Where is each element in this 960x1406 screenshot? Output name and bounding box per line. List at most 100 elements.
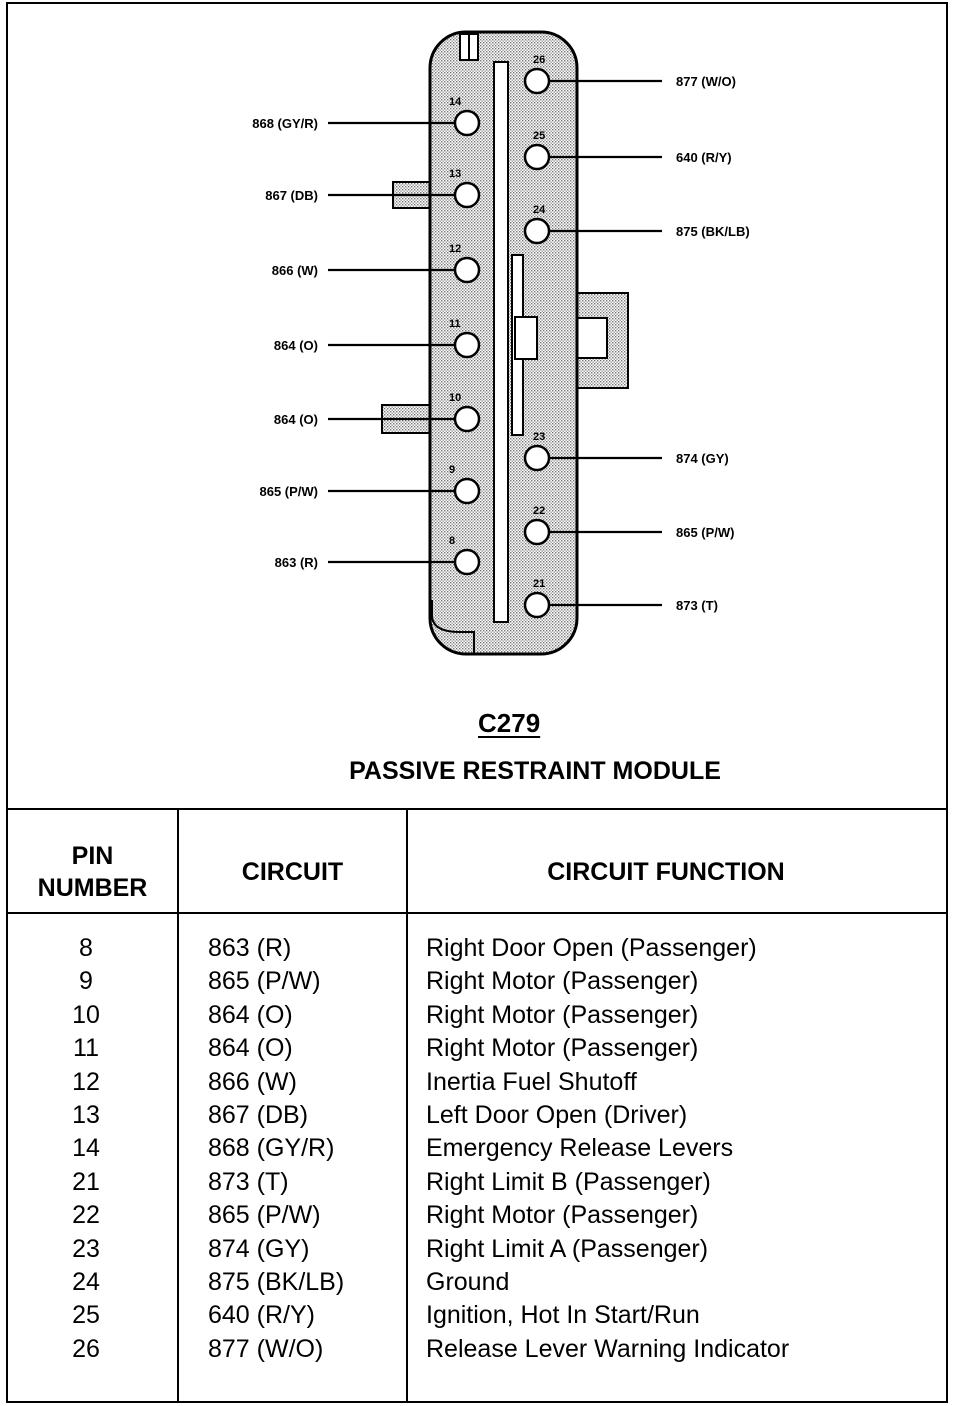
function-cell: Right Motor (Passenger) — [426, 1000, 699, 1029]
wire-label: 864 (O) — [274, 412, 318, 427]
wire-label: 874 (GY) — [676, 451, 729, 466]
function-cell: Right Limit A (Passenger) — [426, 1234, 709, 1263]
wire-label: 865 (P/W) — [676, 525, 735, 540]
pin-cell: 9 — [79, 967, 93, 996]
function-cell: Emergency Release Levers — [426, 1134, 734, 1163]
wire-label: 873 (T) — [676, 598, 718, 613]
pin-number-label: 21 — [533, 578, 545, 590]
pin-11: 11 864 (O) — [274, 318, 481, 359]
function-cell: Inertia Fuel Shutoff — [426, 1067, 637, 1096]
table-top-border — [8, 808, 946, 810]
pin-8: 8 863 (R) — [275, 535, 481, 576]
pin-cell: 10 — [72, 1000, 100, 1029]
pin-cavity — [523, 143, 551, 171]
pin-cavity — [453, 548, 481, 576]
pin-cavity — [523, 444, 551, 472]
pin-number-label: 12 — [449, 243, 461, 255]
header-pin-line2: NUMBER — [37, 874, 148, 902]
function-cell: Right Door Open (Passenger) — [426, 934, 757, 962]
pin-cavity — [453, 109, 481, 137]
pin-cell: 25 — [72, 1301, 100, 1330]
table-col-divider-2 — [406, 808, 408, 1402]
header-pin-line1: PIN — [71, 842, 114, 870]
pin-cavity — [523, 217, 551, 245]
pin-cell: 12 — [72, 1067, 100, 1096]
function-cell: Ground — [426, 1268, 510, 1296]
pin-number-label: 14 — [449, 96, 462, 108]
wire-label: 863 (R) — [275, 555, 318, 570]
connector-lock-tab — [514, 316, 538, 360]
pin-number-label: 22 — [533, 505, 545, 517]
wire-label: 877 (W/O) — [676, 74, 736, 89]
pin-cell: 21 — [72, 1167, 100, 1196]
circuit-cell: 865 (P/W) — [208, 967, 321, 996]
circuit-cell: 865 (P/W) — [208, 1201, 321, 1230]
page-frame — [6, 2, 948, 1403]
wire-label: 867 (DB) — [265, 188, 318, 203]
pin-23: 23 874 (GY) — [523, 431, 729, 472]
table-col-divider-1 — [177, 808, 179, 1402]
connector-id: C279 — [478, 708, 541, 738]
table-header-divider — [8, 912, 946, 914]
pin-cell: 14 — [72, 1134, 100, 1163]
pin-25: 25 640 (R/Y) — [523, 130, 732, 171]
pin-cell: 13 — [72, 1101, 100, 1129]
header-pin-number: PIN NUMBER — [8, 840, 177, 904]
circuit-cell: 875 (BK/LB) — [208, 1268, 345, 1296]
function-cell: Right Motor (Passenger) — [426, 967, 699, 996]
circuit-cell: 864 (O) — [208, 1034, 293, 1063]
pin-cavity — [523, 591, 551, 619]
pin-number-label: 26 — [533, 54, 545, 66]
pin-13: 13 867 (DB) — [265, 168, 481, 209]
function-cell: Right Limit B (Passenger) — [426, 1167, 711, 1196]
pin-number-label: 11 — [449, 318, 461, 330]
circuit-cell: 640 (R/Y) — [208, 1301, 315, 1330]
circuit-cell: 877 (W/O) — [208, 1334, 324, 1363]
pin-cell: 23 — [72, 1234, 100, 1263]
connector-diagram: 14 868 (GY/R) 13 867 (DB) 12 866 (W) 11 864 (O)… — [252, 30, 750, 656]
header-circuit-function: CIRCUIT FUNCTION — [547, 858, 785, 886]
pin-cell: 26 — [72, 1334, 100, 1363]
connector-center-rail — [493, 61, 509, 623]
pin-cell: 24 — [72, 1268, 100, 1296]
pin-number-label: 23 — [533, 431, 545, 443]
pin-number-label: 13 — [449, 168, 461, 180]
pin-cell: 8 — [79, 934, 93, 962]
module-title: PASSIVE RESTRAINT MODULE — [349, 757, 721, 785]
pin-number-label: 25 — [533, 130, 545, 142]
pin-cavity — [453, 331, 481, 359]
wire-label: 865 (P/W) — [259, 484, 318, 499]
circuit-cell: 868 (GY/R) — [208, 1134, 335, 1163]
wire-label: 864 (O) — [274, 338, 318, 353]
circuit-cell: 874 (GY) — [208, 1234, 310, 1263]
pin-cell: 11 — [73, 1034, 99, 1063]
function-cell: Right Motor (Passenger) — [426, 1034, 699, 1063]
pin-cavity — [453, 256, 481, 284]
circuit-cell: 864 (O) — [208, 1000, 293, 1029]
pin-26: 26 877 (W/O) — [523, 54, 736, 95]
pin-9: 9 865 (P/W) — [259, 464, 481, 505]
pin-cavity — [523, 67, 551, 95]
pin-cavity — [523, 518, 551, 546]
circuit-cell: 866 (W) — [208, 1067, 297, 1096]
pin-cavity — [453, 477, 481, 505]
circuit-cell: 873 (T) — [208, 1167, 289, 1196]
function-cell: Left Door Open (Driver) — [426, 1101, 688, 1129]
wire-label: 640 (R/Y) — [676, 150, 732, 165]
function-cell: Right Motor (Passenger) — [426, 1201, 699, 1230]
function-cell: Release Lever Warning Indicator — [426, 1334, 790, 1363]
circuit-cell: 867 (DB) — [208, 1101, 309, 1129]
pin-22: 22 865 (P/W) — [523, 505, 735, 546]
wire-label: 875 (BK/LB) — [676, 224, 750, 239]
pin-number-label: 8 — [449, 535, 455, 547]
pin-21: 21 873 (T) — [523, 578, 718, 619]
wire-label: 868 (GY/R) — [252, 116, 318, 131]
pin-number-label: 9 — [449, 464, 455, 476]
pin-cell: 22 — [72, 1201, 100, 1230]
wire-label: 866 (W) — [272, 263, 318, 278]
connector-corner-notch — [431, 600, 475, 654]
pin-cavity — [453, 405, 481, 433]
